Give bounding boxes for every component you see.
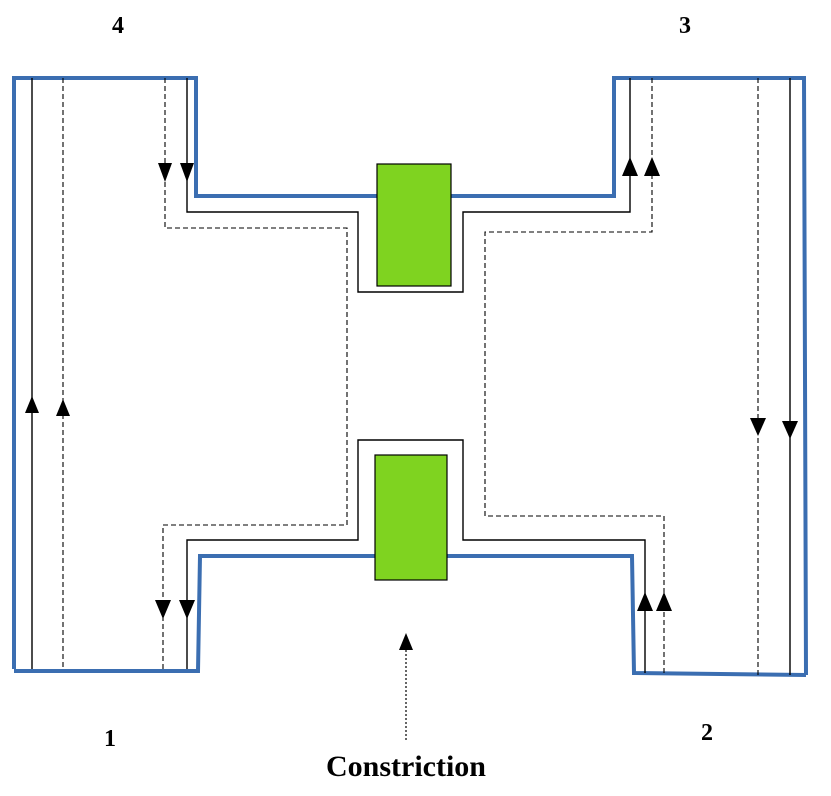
dashed-path-bottom [484, 78, 665, 673]
terminal-label-1: 1 [104, 726, 116, 752]
arrow-up-icon [644, 157, 660, 176]
arrow-down-icon [179, 600, 195, 619]
gates [374, 163, 452, 581]
terminal-label-2: 2 [701, 720, 713, 746]
arrow-down-icon [180, 163, 194, 182]
solid-path-top [186, 78, 631, 293]
constriction-pointer [399, 633, 413, 742]
constriction-caption: Constriction [326, 750, 486, 783]
terminal-label-3: 3 [679, 13, 691, 39]
arrow-up-icon [656, 592, 672, 611]
top-gate [376, 163, 452, 287]
arrow-down-icon [155, 600, 171, 619]
arrow-up-icon [622, 157, 638, 176]
arrow-up-icon [25, 396, 39, 413]
direction-arrows [25, 157, 798, 619]
bottom-gate [374, 454, 448, 581]
arrow-up-icon [399, 633, 413, 650]
arrow-down-icon [750, 418, 766, 436]
terminal-label-4: 4 [112, 13, 124, 39]
dashed-path-top [162, 78, 348, 669]
arrow-down-icon [158, 163, 172, 182]
solid-edge-path [31, 78, 791, 675]
dashed-edge-path [62, 78, 759, 675]
solid-path-bottom [186, 439, 646, 673]
arrow-up-icon [56, 399, 70, 416]
arrow-up-icon [637, 592, 653, 611]
arrow-down-icon [782, 421, 798, 439]
